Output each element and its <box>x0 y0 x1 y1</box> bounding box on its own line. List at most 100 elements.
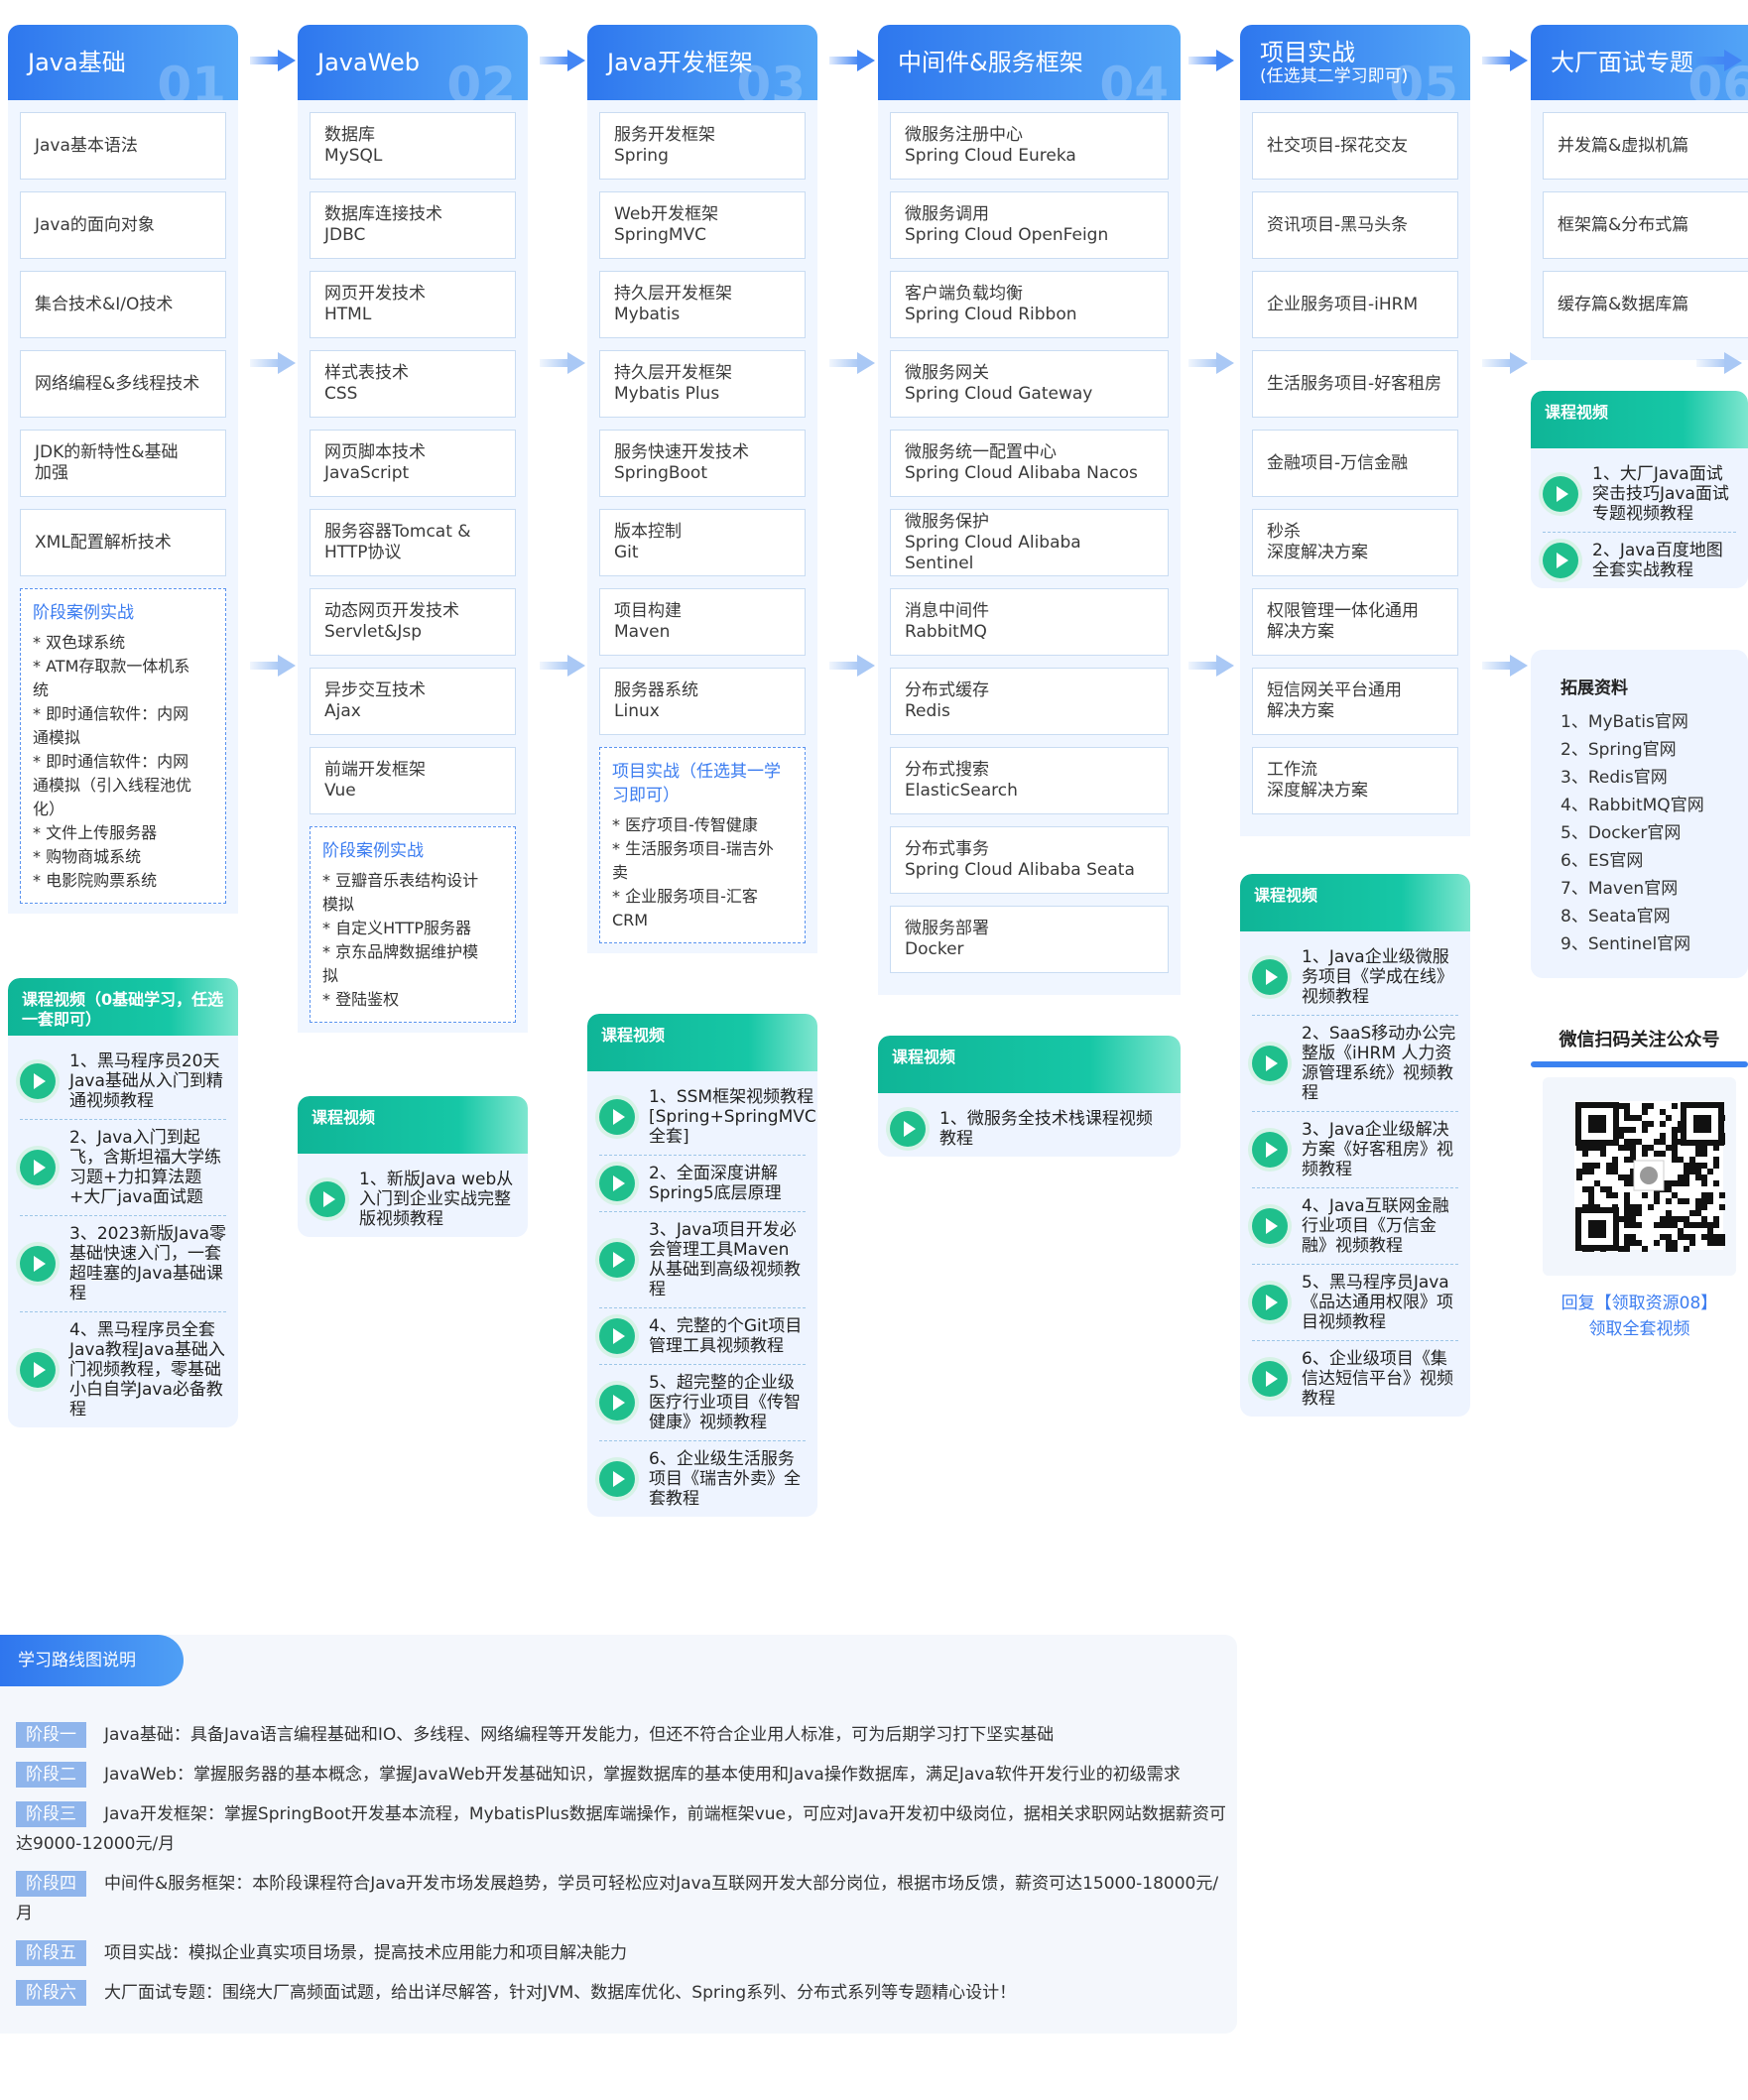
course-video-item[interactable]: 5、黑马程序员Java《品达通用权限》项目视频教程 <box>1252 1265 1458 1341</box>
topic-card[interactable]: 短信网关平台通用解决方案 <box>1252 668 1458 735</box>
course-video-item[interactable]: 3、Java企业级解决方案《好客租房》视频教程 <box>1252 1112 1458 1188</box>
play-icon[interactable] <box>599 1166 635 1201</box>
course-video-item[interactable]: 3、2023新版Java零基础快速入门，一套超哇塞的Java基础课程 <box>20 1216 226 1312</box>
play-icon[interactable] <box>1543 543 1578 578</box>
play-icon[interactable] <box>1543 476 1578 512</box>
course-video-item[interactable]: 2、SaaS移动办公完整版《iHRM 人力资源管理系统》视频教程 <box>1252 1016 1458 1112</box>
extension-link[interactable]: 2、Spring官网 <box>1561 740 1677 760</box>
course-video-item[interactable]: 5、超完整的企业级医疗行业项目《传智健康》视频教程 <box>599 1365 806 1441</box>
play-icon[interactable] <box>1252 1132 1288 1168</box>
topic-card[interactable]: 金融项目-万信金融 <box>1252 430 1458 497</box>
play-icon[interactable] <box>599 1318 635 1354</box>
course-video-link[interactable]: 1、SSM框架视频教程[Spring+SpringMVC+MyBatis全套] <box>649 1087 817 1147</box>
course-video-item[interactable]: 2、全面深度讲解Spring5底层原理 <box>599 1156 806 1212</box>
course-video-link[interactable]: 5、黑马程序员Java《品达通用权限》项目视频教程 <box>1302 1273 1453 1332</box>
play-icon[interactable] <box>1252 1208 1288 1244</box>
play-icon[interactable] <box>1252 1046 1288 1081</box>
play-icon[interactable] <box>310 1181 345 1217</box>
topic-card[interactable]: XML配置解析技术 <box>20 509 226 576</box>
course-video-item[interactable]: 1、微服务全技术栈课程视频教程 <box>890 1101 1169 1157</box>
course-video-item[interactable]: 4、完整的个Git项目管理工具视频教程 <box>599 1308 806 1365</box>
course-video-item[interactable]: 1、大厂Java面试突击技巧Java面试专题视频教程 <box>1543 456 1736 533</box>
extension-link[interactable]: 5、Docker官网 <box>1561 823 1682 843</box>
stage-case-title[interactable]: 阶段案例实战 <box>322 841 424 861</box>
play-icon[interactable] <box>890 1111 926 1147</box>
play-icon[interactable] <box>20 1063 56 1099</box>
extension-link[interactable]: 3、Redis官网 <box>1561 768 1668 788</box>
play-icon[interactable] <box>1252 1361 1288 1397</box>
course-video-link[interactable]: 1、大厂Java面试突击技巧Java面试专题视频教程 <box>1592 464 1729 524</box>
topic-card[interactable]: 权限管理一体化通用解决方案 <box>1252 588 1458 656</box>
course-video-link[interactable]: 1、微服务全技术栈课程视频教程 <box>939 1109 1153 1149</box>
course-video-link[interactable]: 4、黑马程序员全套Java教程Java基础入门视频教程，零基础小白自学Java必… <box>69 1320 225 1420</box>
course-video-item[interactable]: 3、Java项目开发必会管理工具Maven从基础到高级视频教程 <box>599 1212 806 1308</box>
course-video-link[interactable]: 6、企业级项目《集信达短信平台》视频教程 <box>1302 1349 1453 1409</box>
play-icon[interactable] <box>20 1246 56 1282</box>
topic-card[interactable]: 并发篇&虚拟机篇 <box>1543 112 1748 180</box>
extension-link[interactable]: 9、Sentinel官网 <box>1561 934 1691 954</box>
stage-case-title[interactable]: 项目实战（任选其一学习即可） <box>612 762 781 805</box>
course-video-link[interactable]: 3、2023新版Java零基础快速入门，一套超哇塞的Java基础课程 <box>69 1224 226 1303</box>
course-video-item[interactable]: 1、Java企业级微服务项目《学成在线》视频教程 <box>1252 939 1458 1016</box>
topic-card[interactable]: 框架篇&分布式篇 <box>1543 191 1748 259</box>
course-video-item[interactable]: 1、SSM框架视频教程[Spring+SpringMVC+MyBatis全套] <box>599 1079 817 1156</box>
course-video-item[interactable]: 6、企业级项目《集信达短信平台》视频教程 <box>1252 1341 1458 1417</box>
course-video-link[interactable]: 4、完整的个Git项目管理工具视频教程 <box>649 1316 803 1356</box>
topic-card[interactable]: 社交项目-探花交友 <box>1252 112 1458 180</box>
course-video-link[interactable]: 2、SaaS移动办公完整版《iHRM 人力资源管理系统》视频教程 <box>1302 1024 1456 1103</box>
extension-link[interactable]: 7、Maven官网 <box>1561 879 1679 899</box>
course-video-link[interactable]: 1、新版Java web从入门到企业实战完整版视频教程 <box>359 1170 514 1229</box>
topic-card[interactable]: Java基本语法 <box>20 112 226 180</box>
course-video-link[interactable]: 1、Java企业级微服务项目《学成在线》视频教程 <box>1302 947 1453 1007</box>
play-icon[interactable] <box>599 1461 635 1497</box>
topic-card[interactable]: 服务容器Tomcat &HTTP协议 <box>310 509 516 576</box>
topic-card[interactable]: 集合技术&I/O技术 <box>20 271 226 338</box>
topic-card[interactable]: 资讯项目-黑马头条 <box>1252 191 1458 259</box>
play-icon[interactable] <box>599 1385 635 1421</box>
course-video-link[interactable]: 3、Java项目开发必会管理工具Maven从基础到高级视频教程 <box>649 1220 801 1299</box>
topic-card[interactable]: Java的面向对象 <box>20 191 226 259</box>
course-video-link[interactable]: 5、超完整的企业级医疗行业项目《传智健康》视频教程 <box>649 1373 801 1432</box>
play-icon[interactable] <box>20 1150 56 1185</box>
course-video-item[interactable]: 4、黑马程序员全套Java教程Java基础入门视频教程，零基础小白自学Java必… <box>20 1312 226 1427</box>
course-video-link[interactable]: 2、Java入门到起飞，含斯坦福大学练习题+力扣算法题+大厂java面试题 <box>69 1128 221 1207</box>
stage-case-title[interactable]: 阶段案例实战 <box>33 603 134 623</box>
wechat-qr-code[interactable] <box>1543 1077 1736 1276</box>
play-icon[interactable] <box>20 1352 56 1388</box>
course-video-link[interactable]: 6、企业级生活服务项目《瑞吉外卖》全套教程 <box>649 1449 801 1509</box>
course-video-item[interactable]: 4、Java互联网金融行业项目《万信金融》视频教程 <box>1252 1188 1458 1265</box>
play-icon[interactable] <box>599 1242 635 1278</box>
topic-card[interactable]: 网络编程&多线程技术 <box>20 350 226 418</box>
extension-link[interactable]: 8、Seata官网 <box>1561 907 1671 926</box>
play-icon[interactable] <box>1252 959 1288 995</box>
course-video-item[interactable]: 6、企业级生活服务项目《瑞吉外卖》全套教程 <box>599 1441 806 1517</box>
topic-card[interactable]: 企业服务项目-iHRM <box>1252 271 1458 338</box>
topic-card[interactable]: 缓存篇&数据库篇 <box>1543 271 1748 338</box>
course-video-item[interactable]: 2、Java百度地图全套实战教程 <box>1543 533 1736 588</box>
extension-link[interactable]: 6、ES官网 <box>1561 851 1644 871</box>
course-video-link[interactable]: 4、Java互联网金融行业项目《万信金融》视频教程 <box>1302 1196 1449 1256</box>
course-video-item[interactable]: 2、Java入门到起飞，含斯坦福大学练习题+力扣算法题+大厂java面试题 <box>20 1120 226 1216</box>
topic-card[interactable]: JDK的新特性&基础加强 <box>20 430 226 497</box>
